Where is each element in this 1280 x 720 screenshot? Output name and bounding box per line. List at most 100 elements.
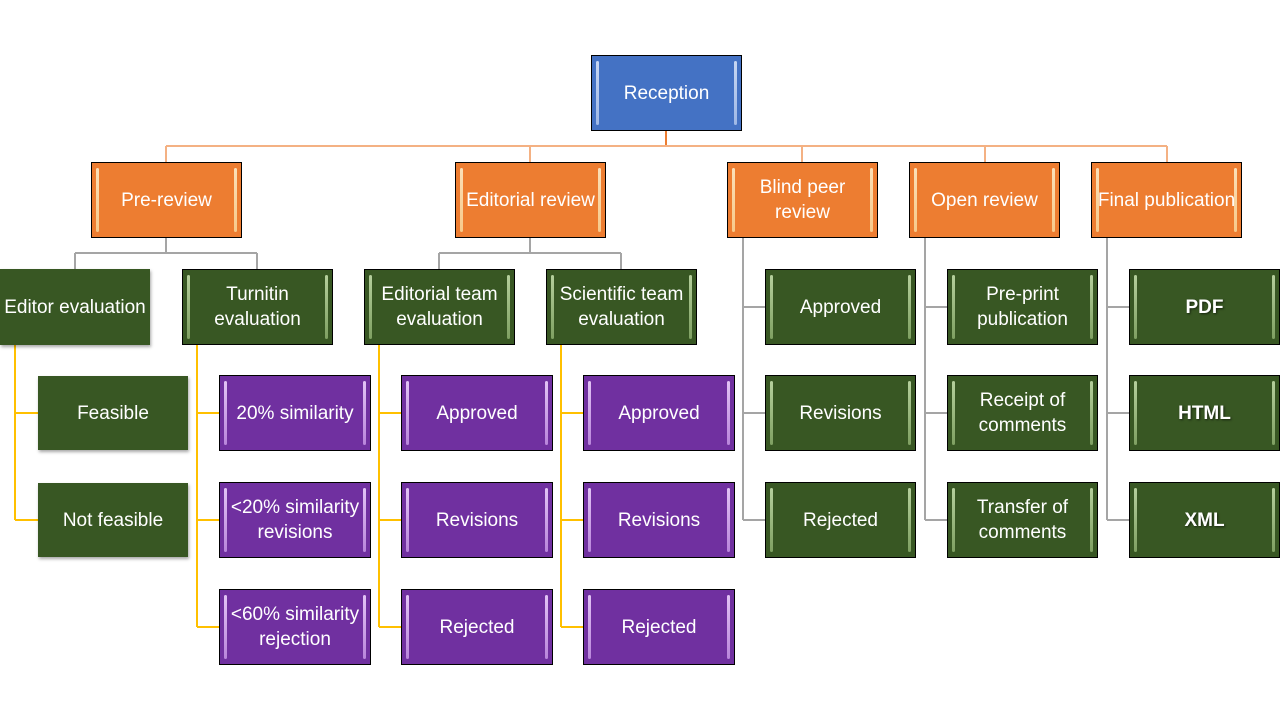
node-scientific-rejected: Rejected	[583, 589, 735, 665]
node-label: XML	[1184, 509, 1225, 531]
bevel-highlight	[952, 488, 955, 552]
outcome-connectors	[14, 345, 583, 628]
bevel-highlight	[460, 168, 463, 232]
bevel-highlight	[727, 381, 730, 445]
bevel-highlight	[224, 381, 227, 445]
node-label: Revisions	[617, 509, 701, 531]
bevel-highlight	[1090, 488, 1093, 552]
node-label: Not feasible	[62, 509, 164, 531]
bevel-highlight	[908, 381, 911, 445]
node-editor-evaluation: Editor evaluation	[0, 269, 150, 345]
bevel-highlight	[224, 488, 227, 552]
bevel-highlight	[770, 488, 773, 552]
node-label: Approved	[618, 402, 700, 424]
bevel-highlight	[369, 275, 372, 339]
node-pdf: PDF	[1129, 269, 1280, 345]
bevel-highlight	[406, 595, 409, 659]
bevel-highlight	[1134, 275, 1137, 339]
node-turnitin-evaluation: Turnitin evaluation	[182, 269, 333, 345]
bevel-highlight	[908, 275, 911, 339]
bevel-highlight	[325, 275, 328, 339]
node-feasible: Feasible	[38, 376, 188, 450]
bevel-highlight	[406, 381, 409, 445]
node-label: Transfer of comments	[976, 497, 1069, 543]
node-editorial-team-evaluation: Editorial team evaluation	[364, 269, 515, 345]
bevel-highlight	[363, 595, 366, 659]
node-scientific-revisions: Revisions	[583, 482, 735, 558]
root-connectors	[165, 131, 1168, 162]
node-20-similarity: 20% similarity	[219, 375, 371, 451]
node-label: Feasible	[77, 402, 149, 424]
node-label: Pre-print publication	[977, 284, 1068, 330]
bevel-highlight	[952, 275, 955, 339]
node-scientific-team-evaluation: Scientific team evaluation	[546, 269, 697, 345]
bevel-highlight	[952, 381, 955, 445]
node-label: HTML	[1178, 402, 1231, 424]
bevel-highlight	[908, 488, 911, 552]
bevel-highlight	[770, 275, 773, 339]
bevel-highlight	[187, 275, 190, 339]
bevel-highlight	[545, 595, 548, 659]
node-label: PDF	[1185, 296, 1224, 318]
bevel-highlight	[914, 168, 917, 232]
node-editorial-approved: Approved	[401, 375, 553, 451]
bevel-highlight	[1234, 168, 1237, 232]
node-label: Pre-review	[121, 189, 212, 211]
bevel-highlight	[588, 595, 591, 659]
node-label: Rejected	[621, 616, 697, 638]
node-reception: Reception	[591, 55, 742, 131]
bevel-highlight	[406, 488, 409, 552]
bevel-highlight	[234, 168, 237, 232]
bevel-highlight	[1052, 168, 1055, 232]
bevel-highlight	[727, 488, 730, 552]
node-blind-peer-review: Blind peer review	[727, 162, 878, 238]
bevel-highlight	[1272, 381, 1275, 445]
bevel-highlight	[507, 275, 510, 339]
node-label: Editorial team evaluation	[381, 284, 498, 330]
node-label: Editor evaluation	[4, 296, 146, 318]
bevel-highlight	[1272, 488, 1275, 552]
bevel-highlight	[588, 488, 591, 552]
node-preprint-publication: Pre-print publication	[947, 269, 1098, 345]
node-label: Rejected	[803, 509, 878, 531]
node-blind-approved: Approved	[765, 269, 916, 345]
bevel-highlight	[551, 275, 554, 339]
bevel-highlight	[727, 595, 730, 659]
node-label: Approved	[436, 402, 518, 424]
node-label: Revisions	[435, 509, 519, 531]
node-label: Reception	[623, 82, 710, 104]
node-lt20-similarity-revisions: <20% similarity revisions	[219, 482, 371, 558]
bevel-highlight	[598, 168, 601, 232]
bevel-highlight	[224, 595, 227, 659]
node-label: Editorial review	[466, 189, 595, 211]
bevel-highlight	[1134, 381, 1137, 445]
bevel-highlight	[770, 381, 773, 445]
node-blind-revisions: Revisions	[765, 375, 916, 451]
node-final-publication: Final publication	[1091, 162, 1242, 238]
node-editorial-revisions: Revisions	[401, 482, 553, 558]
bevel-highlight	[596, 61, 599, 125]
bevel-highlight	[870, 168, 873, 232]
node-html: HTML	[1129, 375, 1280, 451]
node-label: <20% similarity revisions	[230, 497, 360, 543]
node-receipt-of-comments: Receipt of comments	[947, 375, 1098, 451]
bevel-highlight	[1134, 488, 1137, 552]
node-not-feasible: Not feasible	[38, 483, 188, 557]
node-open-review: Open review	[909, 162, 1060, 238]
bevel-highlight	[689, 275, 692, 339]
bevel-highlight	[545, 488, 548, 552]
bevel-highlight	[1090, 275, 1093, 339]
node-editorial-review: Editorial review	[455, 162, 606, 238]
bevel-highlight	[588, 381, 591, 445]
node-label: Approved	[799, 296, 882, 318]
node-transfer-of-comments: Transfer of comments	[947, 482, 1098, 558]
node-label: Blind peer review	[759, 177, 846, 223]
bevel-highlight	[1096, 168, 1099, 232]
bevel-highlight	[1090, 381, 1093, 445]
node-label: Final publication	[1097, 189, 1236, 211]
node-xml: XML	[1129, 482, 1280, 558]
node-scientific-approved: Approved	[583, 375, 735, 451]
node-label: Revisions	[799, 402, 882, 424]
node-label: Turnitin evaluation	[214, 284, 301, 330]
